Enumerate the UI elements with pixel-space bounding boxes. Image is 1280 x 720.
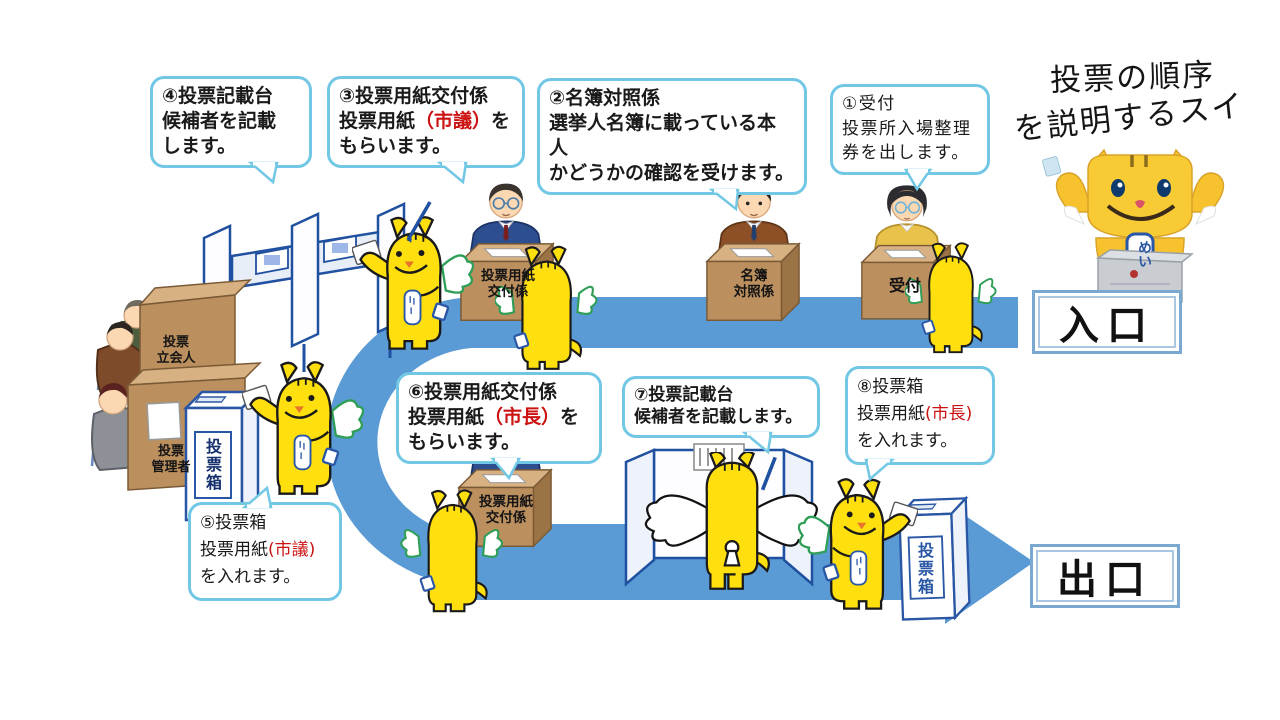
mascot-at-issue-desk-top <box>495 245 598 370</box>
observers-table-label: 投票 立会人 <box>156 335 196 367</box>
bubble-step1-title: ①受付 <box>842 94 896 114</box>
bubble-step3-title: ③投票用紙交付係 <box>339 85 489 107</box>
desk-label-ballot-issue-bottom: 投票用紙 交付係 <box>479 494 533 527</box>
bubble-step7: ⑦投票記載台 候補者を記載します。 <box>622 376 820 455</box>
entrance-sign-text: 入口 <box>1059 303 1155 349</box>
bubble-step7-title: ⑦投票記載台 <box>634 385 734 405</box>
mascot-in-booth <box>644 452 820 591</box>
desk-label-register-check: 名簿 対照係 <box>733 268 775 301</box>
bubble-step2: ②名簿対照係 選挙人名簿に載っている本人 かどうかの確認を受けます。 <box>537 78 807 212</box>
bubble-step8: ⑧投票箱 投票用紙(市長) を入れます。 <box>845 366 995 481</box>
desk-label-reception: 受付 <box>888 276 921 295</box>
pen-icon <box>406 201 432 243</box>
mascot-at-reception <box>905 242 997 354</box>
ballot-box-step8-label: 投票箱 <box>915 542 934 596</box>
mascot-at-ballot-box-step8 <box>798 478 918 610</box>
ballot-box-step5-label: 投票箱 <box>203 438 222 492</box>
bubble-step1: ①受付 投票所入場整理 券を出します。 <box>830 84 990 192</box>
bubble-step5: ⑤投票箱 投票用紙(市議) を入れます。 <box>188 485 342 601</box>
bubble-step2-title: ②名簿対照係 <box>549 87 661 109</box>
exit-sign: 出口 <box>1030 544 1180 608</box>
mascot-photo-badge: めい <box>1136 240 1152 268</box>
bubble-step4: ④投票記載台 候補者を記載 します。 <box>150 76 312 185</box>
voting-booth-top <box>202 202 406 384</box>
entrance-sign: 入口 <box>1032 290 1182 354</box>
desk-label-ballot-issue-top: 投票用紙 交付係 <box>481 268 535 301</box>
mascot-photo <box>1042 148 1225 303</box>
bubble-step6-title: ⑥投票用紙交付係 <box>408 381 558 403</box>
bubble-step3: ③投票用紙交付係 投票用紙（市議）を もらいます。 <box>327 76 525 185</box>
bubble-step4-title: ④投票記載台 <box>162 85 274 107</box>
bubble-step5-title: ⑤投票箱 <box>200 513 267 533</box>
manager-table-label: 投票 管理者 <box>151 444 191 476</box>
bubble-step8-title: ⑧投票箱 <box>857 377 924 397</box>
bubble-step6: ⑥投票用紙交付係 投票用紙（市長）を もらいます。 <box>396 372 602 481</box>
exit-sign-text: 出口 <box>1057 557 1153 603</box>
mascot-at-ballot-box-step5 <box>242 361 364 495</box>
